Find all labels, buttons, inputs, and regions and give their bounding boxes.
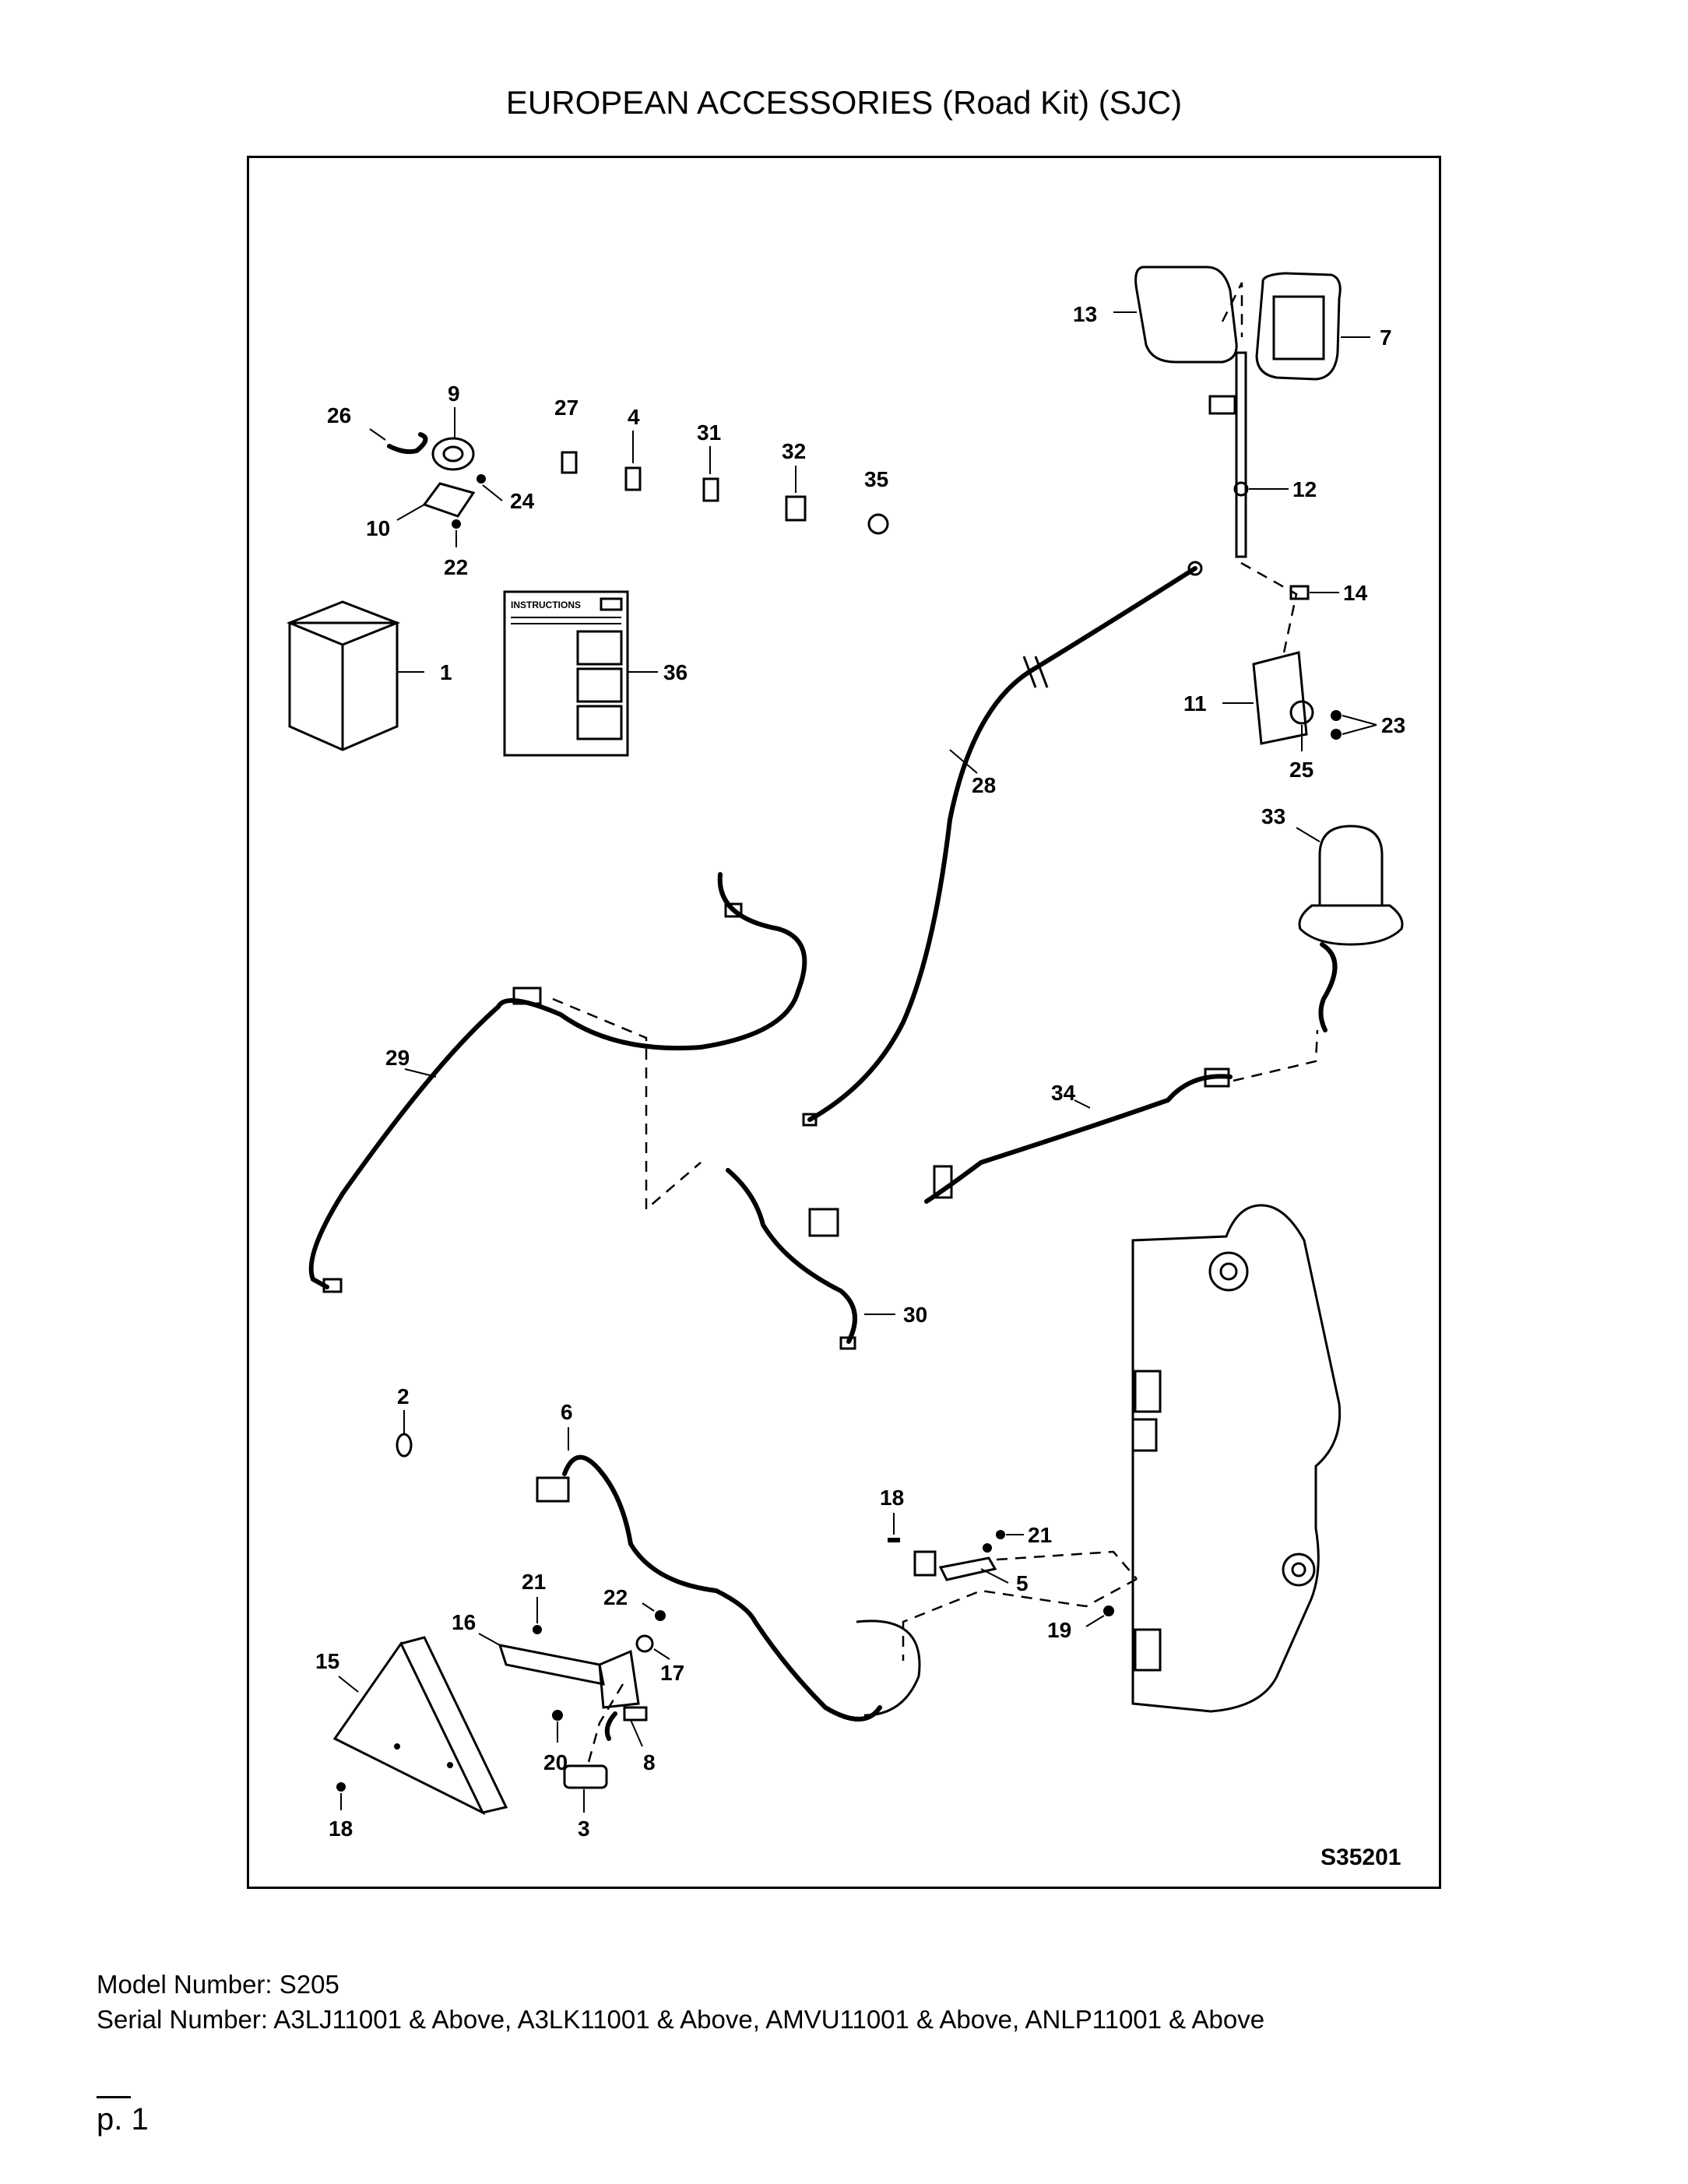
callout-13: 13 [1073, 302, 1097, 326]
part-17-washer: 17 [635, 1634, 684, 1685]
callout-33: 33 [1261, 804, 1285, 828]
instructions-label: INSTRUCTIONS [511, 600, 581, 610]
part-12-mirror-arm: 12 [1208, 351, 1317, 558]
part-28-cable: 28 [802, 561, 1203, 1127]
callout-32: 32 [782, 439, 806, 463]
callout-22a: 22 [444, 555, 468, 579]
part-22-nut-top: 22 [444, 519, 468, 579]
harness-connection-leader [552, 997, 702, 1212]
callout-23: 23 [1381, 713, 1405, 737]
part-7-mirror-housing: 7 [1255, 272, 1392, 381]
callout-36: 36 [663, 660, 688, 684]
callout-30: 30 [903, 1303, 927, 1327]
callout-14: 14 [1343, 581, 1368, 605]
part-19-bolt: 19 [1047, 1605, 1114, 1642]
callout-21a: 21 [522, 1570, 546, 1594]
callout-29: 29 [385, 1046, 410, 1070]
callout-22b: 22 [603, 1585, 628, 1609]
drawing-reference: S35201 [1321, 1845, 1401, 1870]
part-15-warning-triangle: 15 [315, 1636, 508, 1816]
callout-26: 26 [327, 403, 351, 427]
part-14-bolt: 14 [1289, 581, 1368, 605]
callout-21b: 21 [1028, 1523, 1052, 1547]
part-22-nut-lower: 22 [603, 1585, 666, 1621]
part-10-horn-bracket: 10 [366, 482, 476, 540]
exploded-view-drawing: 1 INSTRUCTIONS 36 9 26 [286, 266, 1405, 1870]
part-8-connector: 8 [604, 1706, 656, 1774]
part-1-box: 1 [286, 600, 452, 751]
part-29-harness: 29 [308, 872, 807, 1293]
mirror-arm-leader [1240, 561, 1298, 657]
part-6-harness: 6 [536, 1400, 921, 1722]
part-36-instructions: INSTRUCTIONS 36 [503, 590, 688, 757]
callout-18a: 18 [880, 1486, 904, 1510]
callout-24: 24 [510, 489, 535, 513]
callout-28: 28 [972, 773, 996, 797]
parts-diagram: 1 INSTRUCTIONS 36 9 26 [247, 156, 1441, 1889]
part-11-mirror-bracket: 11 [1183, 651, 1308, 745]
part-24-bolt: 24 [477, 474, 535, 513]
part-18-bolt-upper: 18 [880, 1486, 904, 1542]
page-number: p. 1 [97, 2102, 149, 2137]
callout-1: 1 [440, 660, 452, 684]
callout-8: 8 [643, 1750, 656, 1774]
callout-16: 16 [452, 1610, 476, 1634]
callout-7: 7 [1380, 325, 1392, 350]
callout-3: 3 [578, 1816, 590, 1841]
callout-11: 11 [1183, 691, 1207, 716]
part-20-bolt: 20 [543, 1710, 568, 1774]
part-2-fastener: 2 [396, 1384, 413, 1458]
light-bracket-leader [902, 1550, 1138, 1661]
part-9-horn: 9 [431, 382, 475, 471]
part-34-cable: 34 [924, 1029, 1319, 1204]
callout-18b: 18 [329, 1816, 353, 1841]
part-30-cable: 30 [726, 1168, 927, 1350]
callout-25: 25 [1289, 758, 1313, 782]
callout-35: 35 [864, 467, 888, 491]
callout-19: 19 [1047, 1618, 1071, 1642]
callout-9: 9 [448, 382, 460, 406]
part-23-bolts: 23 [1331, 710, 1405, 740]
callout-10: 10 [366, 516, 390, 540]
part-5-bracket: 5 [913, 1550, 1029, 1595]
page-divider [97, 2096, 131, 2098]
callout-12: 12 [1292, 477, 1317, 501]
part-21-nut-right: 21 [983, 1523, 1052, 1553]
callout-27: 27 [554, 396, 578, 420]
machine-side-panel [1131, 1204, 1342, 1713]
part-33-beacon: 33 [1261, 804, 1404, 1032]
part-13-mirror-glass: 13 [1073, 266, 1238, 364]
callout-4: 4 [628, 405, 640, 429]
callout-31: 31 [697, 420, 721, 445]
model-number: Model Number: S205 [97, 1970, 339, 1999]
lamp-leader [587, 1683, 624, 1763]
callout-2: 2 [397, 1384, 410, 1409]
part-26-horn-connector: 26 [327, 403, 428, 455]
callout-15: 15 [315, 1649, 339, 1673]
part-4-switch: 4 [624, 405, 642, 491]
callout-5: 5 [1016, 1571, 1029, 1595]
callout-6: 6 [561, 1400, 573, 1424]
part-18-bolt-lower: 18 [329, 1782, 353, 1841]
callout-17: 17 [660, 1661, 684, 1685]
serial-number: Serial Number: A3LJ11001 & Above, A3LK11… [97, 2005, 1265, 2034]
part-31-switch: 31 [697, 420, 721, 502]
part-35-plug: 35 [864, 467, 889, 535]
part-27-switch: 27 [554, 396, 578, 474]
part-21-nut-left: 21 [522, 1570, 546, 1634]
page-title: EUROPEAN ACCESSORIES (Road Kit) (SJC) [505, 84, 1183, 121]
callout-34: 34 [1051, 1081, 1076, 1105]
part-16-bracket: 16 [452, 1610, 640, 1709]
part-25-nut: 25 [1289, 700, 1314, 782]
part-3-lamp: 3 [563, 1764, 608, 1841]
part-32-switch: 32 [782, 439, 807, 522]
mirror-assembly-leader [1221, 282, 1243, 337]
